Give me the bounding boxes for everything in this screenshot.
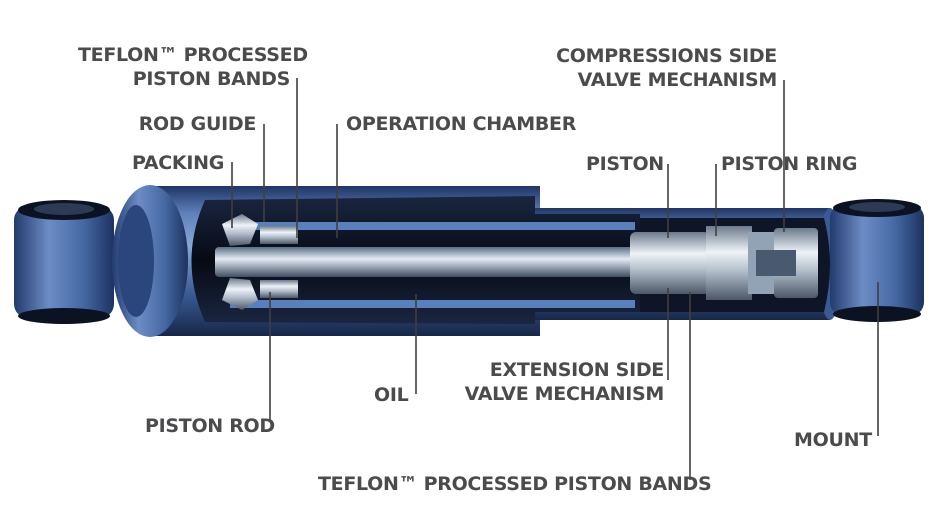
label-oil: OIL (374, 384, 409, 406)
label-packing: PACKING (131, 152, 224, 174)
label-piston-rod: PISTON ROD (145, 415, 275, 437)
label-operation-chamber: OPERATION CHAMBER (346, 113, 577, 135)
label-compression-line1: COMPRESSIONS SIDE (556, 45, 777, 67)
rod-guide-assembly (222, 214, 298, 310)
label-extension-line1: EXTENSION SIDE (489, 359, 665, 381)
right-mount-bushing (830, 199, 924, 322)
label-extension-line2: VALVE MECHANISM (464, 383, 665, 405)
label-teflon-piston-bands-top: TEFLON™ PROCESSED PISTON BANDS (78, 43, 308, 91)
label-teflon-top-line1: TEFLON™ PROCESSED (78, 44, 308, 66)
label-piston: PISTON (586, 153, 664, 175)
left-mount-bushing (14, 200, 114, 324)
label-teflon-top-line2: PISTON BANDS (132, 68, 291, 90)
label-piston-ring: PISTON RING (721, 153, 858, 175)
label-teflon-piston-bands-bottom: TEFLON™ PROCESSED PISTON BANDS (318, 473, 712, 495)
piston-assembly (630, 226, 818, 300)
label-rod-guide: ROD GUIDE (138, 113, 257, 135)
label-compression-line2: VALVE MECHANISM (577, 69, 778, 91)
leader-lines (231, 78, 879, 480)
label-extension-valve: EXTENSION SIDE VALVE MECHANISM (460, 358, 665, 406)
piston-rod (215, 247, 655, 277)
label-mount: MOUNT (794, 429, 872, 451)
label-compression-valve: COMPRESSIONS SIDE VALVE MECHANISM (545, 44, 777, 92)
